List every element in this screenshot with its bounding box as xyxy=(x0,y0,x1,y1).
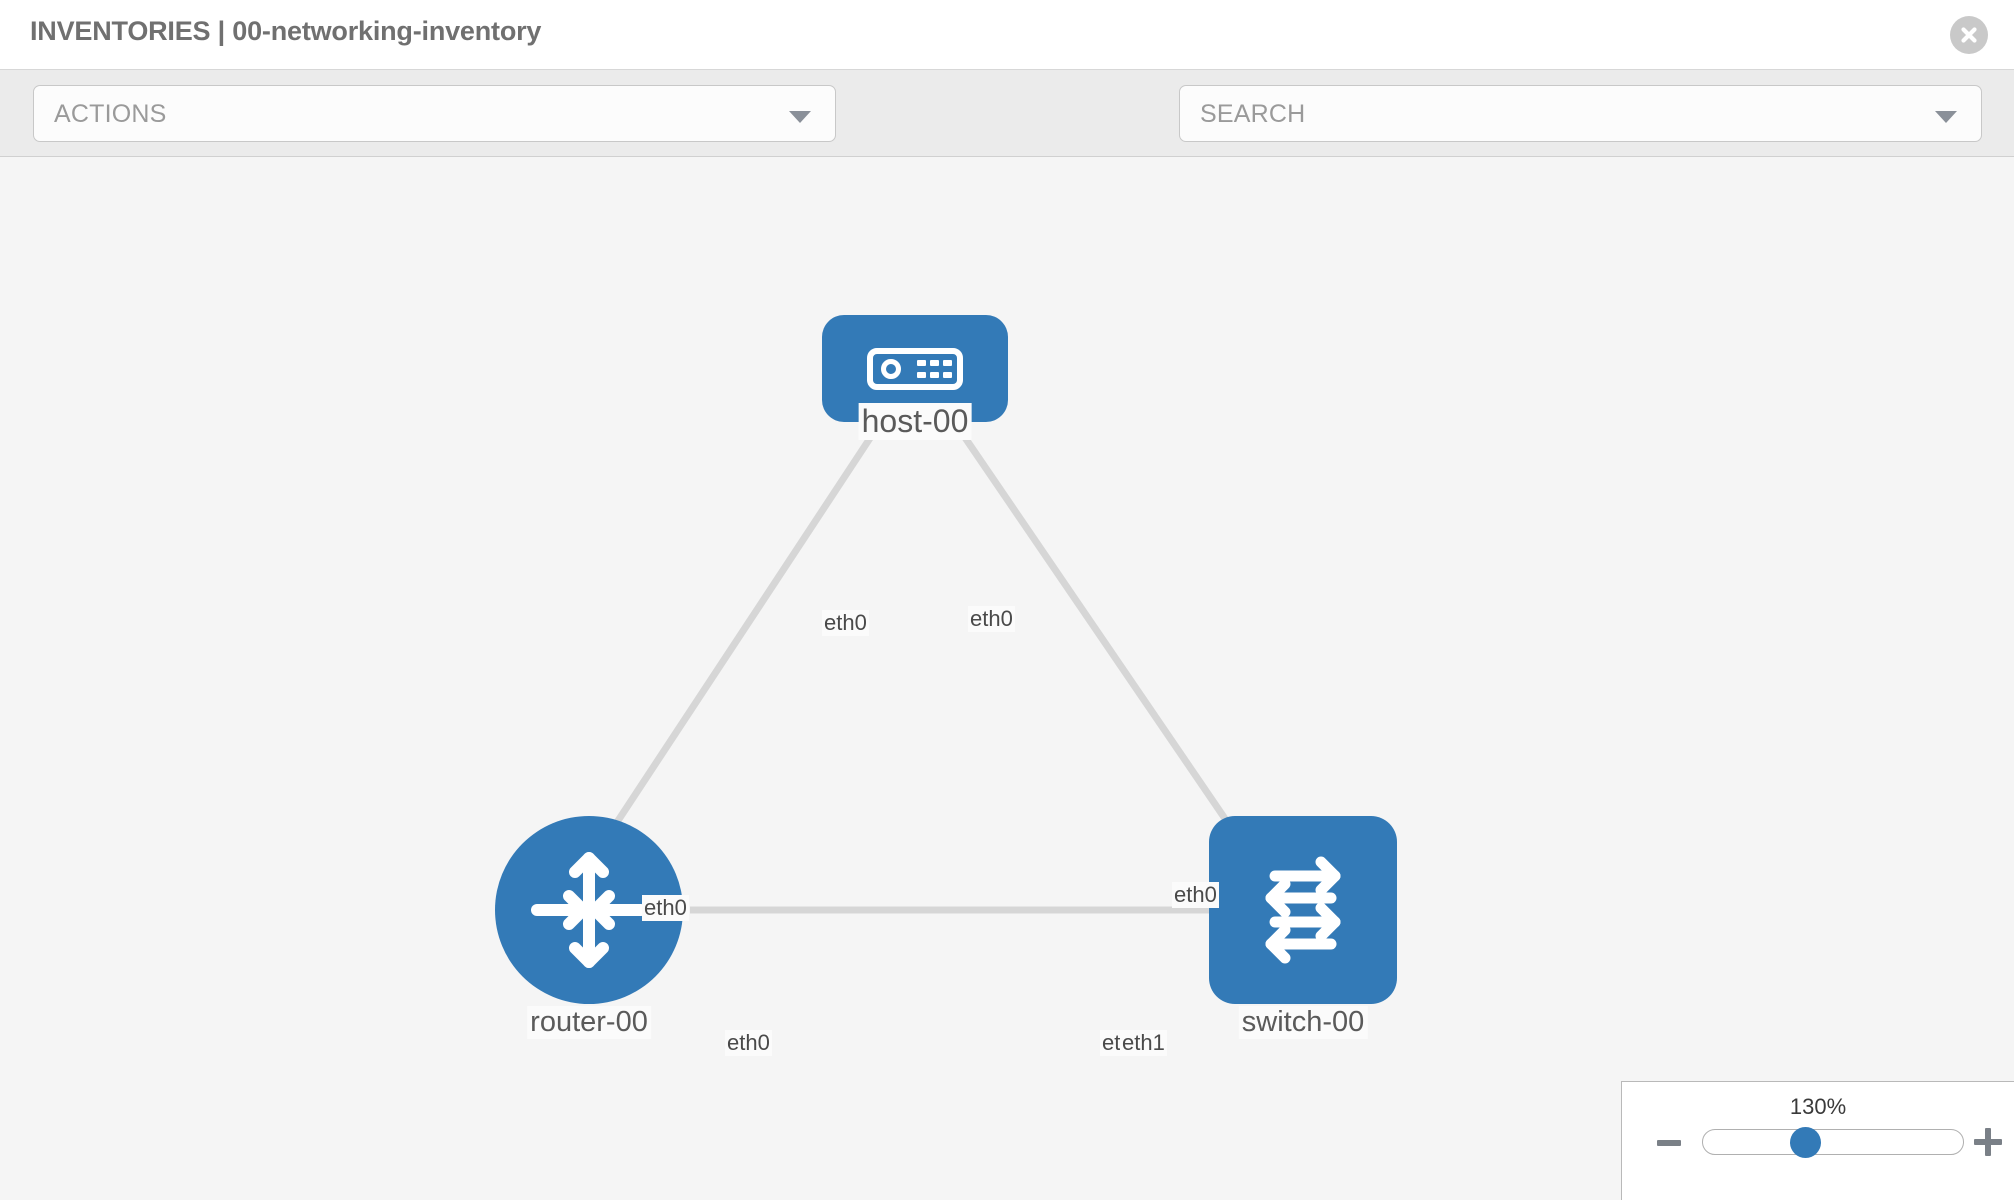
page-header: INVENTORIES | 00-networking-inventory xyxy=(0,0,2014,70)
search-input[interactable]: SEARCH xyxy=(1179,85,1982,142)
iface-label-host-right: eth0 xyxy=(968,606,1015,632)
iface-label-host-left: eth0 xyxy=(822,610,869,636)
zoom-level-value: 130% xyxy=(1789,1094,1847,1119)
zoom-slider[interactable] xyxy=(1702,1129,1964,1155)
node-router-00[interactable]: router-00 xyxy=(495,816,683,1039)
link-host-switch xyxy=(952,421,1248,850)
iface-label-switch-left-b: eth1 xyxy=(1120,1030,1167,1056)
iface-label-router-right: eth0 xyxy=(725,1030,772,1056)
iface-label-router-up: eth0 xyxy=(642,895,689,921)
router-arrows-icon[interactable] xyxy=(495,816,683,1004)
chevron-down-icon xyxy=(789,111,811,123)
toolbar: ACTIONS SEARCH xyxy=(0,70,2014,196)
switch-arrows-icon[interactable] xyxy=(1209,816,1397,1004)
close-icon[interactable] xyxy=(1950,16,1988,54)
zoom-slider-thumb[interactable] xyxy=(1790,1127,1821,1158)
minus-icon[interactable] xyxy=(1657,1140,1681,1146)
node-label-host: host-00 xyxy=(858,403,972,440)
search-placeholder: SEARCH xyxy=(1200,100,1306,128)
chevron-down-icon[interactable] xyxy=(1935,111,1957,123)
actions-dropdown[interactable]: ACTIONS xyxy=(33,85,836,142)
actions-dropdown-label: ACTIONS xyxy=(54,100,167,128)
node-label-router: router-00 xyxy=(527,1006,651,1039)
node-switch-00[interactable]: switch-00 xyxy=(1209,816,1397,1039)
node-host-00[interactable]: host-00 xyxy=(822,315,1008,440)
iface-label-switch-up: eth0 xyxy=(1172,882,1219,908)
node-label-switch: switch-00 xyxy=(1238,1006,1368,1039)
link-host-router xyxy=(597,421,883,850)
topology-canvas[interactable]: host-00 router-00 xyxy=(0,158,2014,1200)
zoom-control-panel: 130% xyxy=(1621,1081,2014,1200)
topology-links xyxy=(597,421,1248,914)
plus-icon[interactable] xyxy=(1974,1128,2002,1156)
page-title: INVENTORIES | 00-networking-inventory xyxy=(30,16,542,46)
